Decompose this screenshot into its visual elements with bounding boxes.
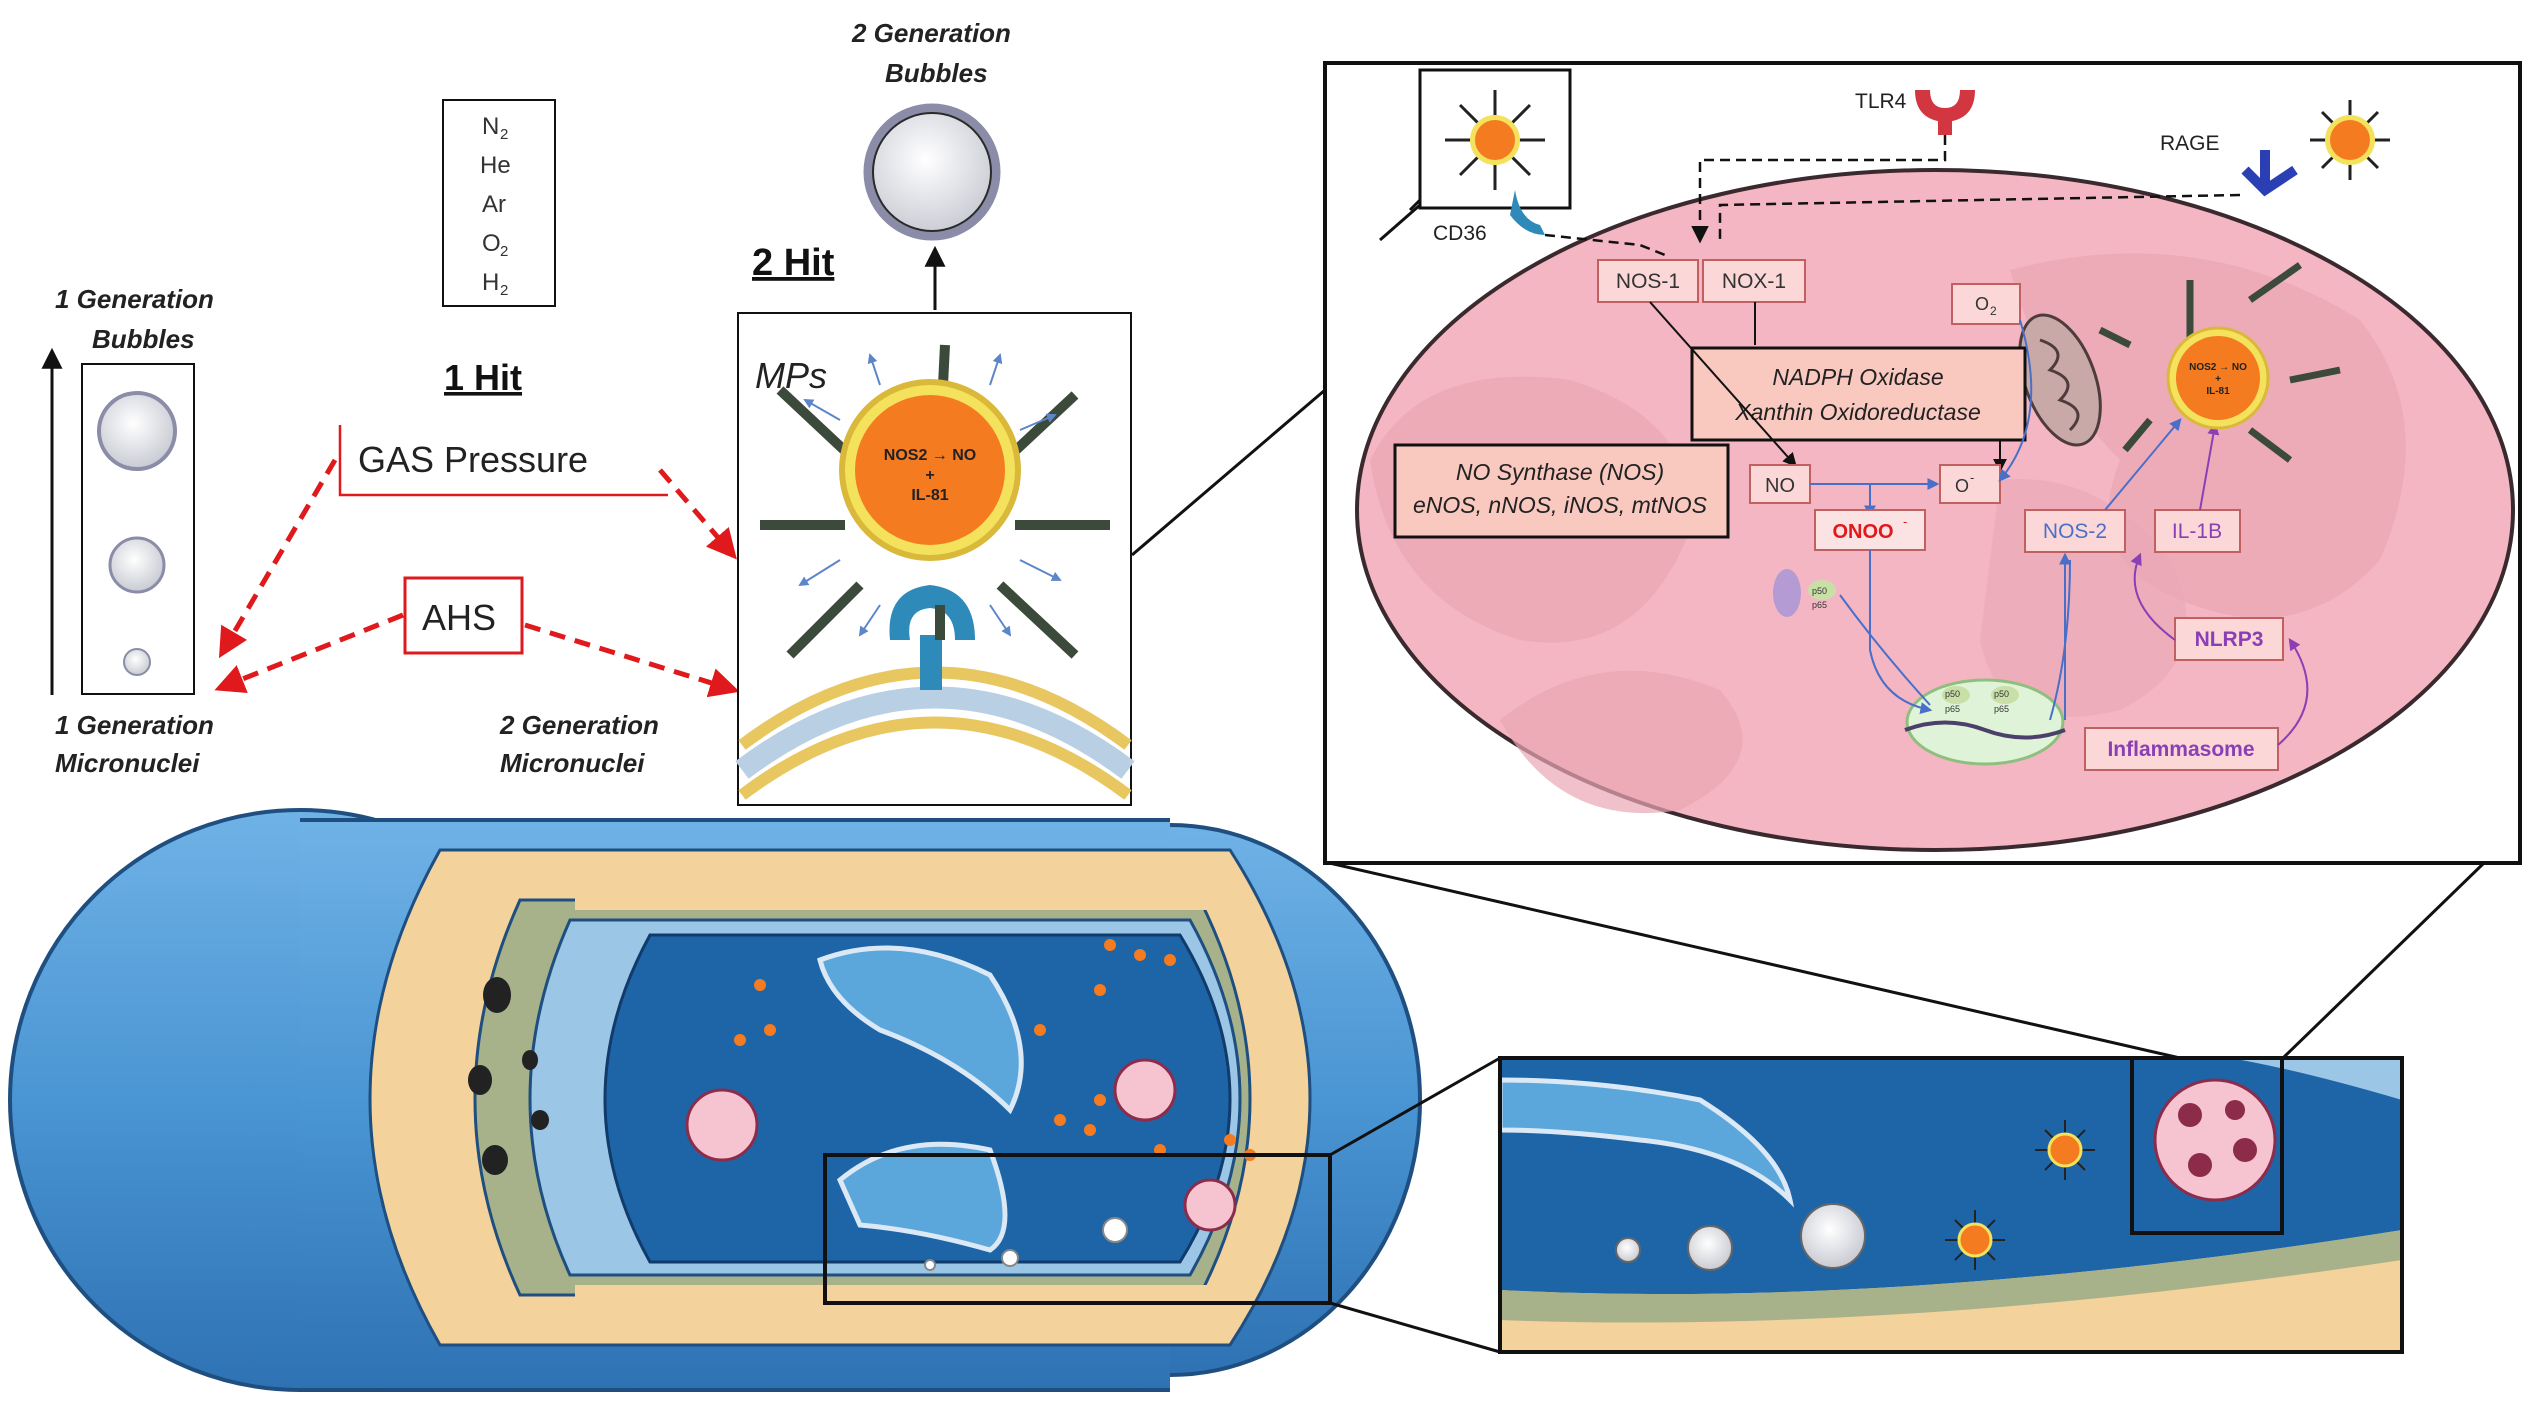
gen1-bubbles-box xyxy=(81,363,195,695)
gen2-micronuclei-label-1: 2 Generation xyxy=(499,710,659,740)
svg-text:NADPH Oxidase: NADPH Oxidase xyxy=(1772,364,1943,390)
onoo-label: ONOO xyxy=(1832,521,1893,543)
svg-text:2: 2 xyxy=(500,282,508,299)
gen2-bubble xyxy=(863,103,1001,241)
tlr4-label: TLR4 xyxy=(1855,90,1907,113)
cell-signaling-panel: CD36 TLR4 RAGE NOS-1 NOX-1 NADPH Oxidase… xyxy=(1323,61,2522,865)
svg-text:Xanthin Oxidoreductase: Xanthin Oxidoreductase xyxy=(1734,399,1981,425)
svg-text:p50: p50 xyxy=(1812,586,1827,596)
mitochondria xyxy=(2018,313,2102,447)
gas-he: He xyxy=(480,152,511,179)
mps-label: MPs xyxy=(755,355,827,396)
vessel-inset xyxy=(1497,1056,2404,1354)
svg-text:NOS2 → NO: NOS2 → NO xyxy=(2189,362,2247,373)
svg-text:IL-81: IL-81 xyxy=(911,487,948,504)
svg-text:+: + xyxy=(2215,374,2221,385)
svg-text:-: - xyxy=(1970,470,1974,485)
svg-text:p65: p65 xyxy=(1812,600,1827,610)
gen1-bubbles-label-1: 1 Generation xyxy=(55,284,214,314)
svg-text:2: 2 xyxy=(500,126,508,143)
svg-text:IL-81: IL-81 xyxy=(2206,386,2230,397)
vessel-zoom-rect xyxy=(823,1153,1332,1305)
ahs-box xyxy=(403,576,524,655)
nlrp3-label: NLRP3 xyxy=(2195,628,2264,651)
gas-ar: Ar xyxy=(482,191,506,218)
svg-text:p65: p65 xyxy=(1994,704,2009,714)
o2-label: O xyxy=(1975,294,1989,314)
inflammasome-label: Inflammasome xyxy=(2107,738,2254,761)
hit2-mp-box: MPs NOS2 → NO + IL-81 xyxy=(735,312,1135,806)
svg-text:NO Synthase (NOS): NO Synthase (NOS) xyxy=(1456,459,1664,485)
il1b-label: IL-1B xyxy=(2172,520,2222,543)
gas-pressure-label: GAS Pressure xyxy=(358,439,588,480)
red-dashed-arrows xyxy=(214,458,740,698)
cd36-label: CD36 xyxy=(1433,222,1487,245)
gas-o2: O xyxy=(482,230,501,257)
svg-text:+: + xyxy=(925,467,934,484)
rage-label: RAGE xyxy=(2160,132,2220,155)
svg-text:2: 2 xyxy=(500,243,508,260)
svg-text:eNOS, nNOS, iNOS, mtNOS: eNOS, nNOS, iNOS, mtNOS xyxy=(1413,492,1708,518)
no-label: NO xyxy=(1765,475,1795,497)
nos-synthase-box xyxy=(1393,443,1730,539)
nos2-label: NOS-2 xyxy=(2043,520,2107,543)
svg-text:p50: p50 xyxy=(1994,689,2009,699)
svg-text:p50: p50 xyxy=(1945,689,1960,699)
gen1-micronuclei-label-1: 1 Generation xyxy=(55,710,214,740)
hit1-title: 1 Hit xyxy=(444,357,522,398)
nox1-label: NOX-1 xyxy=(1722,270,1786,293)
gen1-bubbles-label-2: Bubbles xyxy=(92,324,195,354)
gen2-micronuclei-label-2: Micronuclei xyxy=(500,748,645,778)
gas-h2: H xyxy=(482,269,499,296)
gas-n2: N xyxy=(482,113,499,140)
gen1-micronuclei-label-2: Micronuclei xyxy=(55,748,200,778)
svg-text:2: 2 xyxy=(1990,304,1997,318)
o2-minus-label: O xyxy=(1955,476,1969,496)
nadph-box xyxy=(1690,346,2027,442)
ahs-label: AHS xyxy=(422,597,496,638)
svg-text:p65: p65 xyxy=(1945,704,1960,714)
gas-pressure-bracket xyxy=(338,425,668,497)
hit2-title: 2 Hit xyxy=(752,242,835,284)
nos1-label: NOS-1 xyxy=(1616,270,1680,293)
blood-vessel xyxy=(8,808,1422,1392)
nucleus-nfkb: p50 p65 p50 p65 xyxy=(1942,686,2019,714)
gen2-bubbles-label-1: 2 Generation xyxy=(851,18,1011,48)
svg-text:NOS2 → NO: NOS2 → NO xyxy=(884,447,976,464)
gen2-bubbles-label-2: Bubbles xyxy=(885,58,988,88)
svg-text:-: - xyxy=(1903,514,1907,529)
gas-composition-box: N 2 He Ar O 2 H 2 xyxy=(442,99,556,307)
